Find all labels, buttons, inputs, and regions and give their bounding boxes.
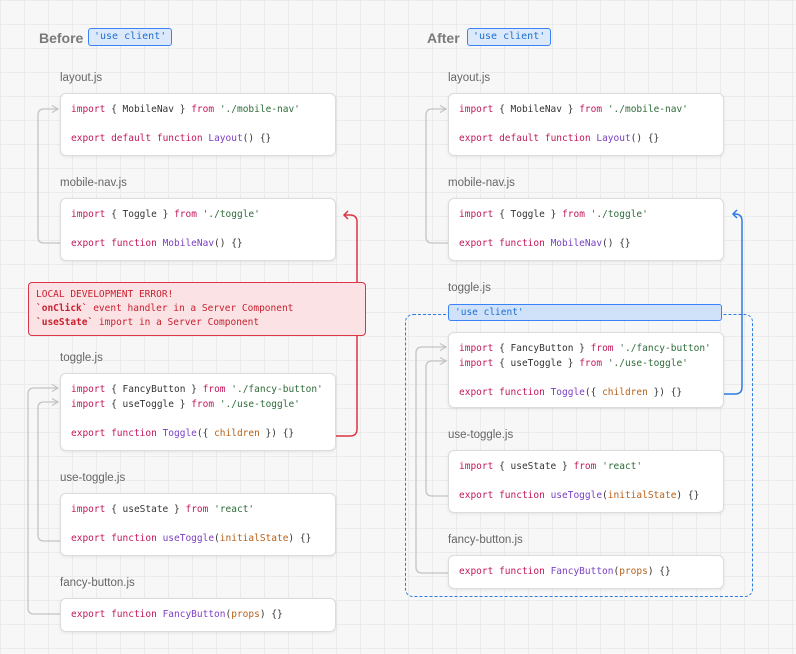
before-use-client-tag: 'use client' xyxy=(88,28,173,46)
after-file-fancy-button: fancy-button.js xyxy=(448,534,523,546)
code-line: import { FancyButton } from './fancy-but… xyxy=(459,343,711,354)
after-card-fancy-button: export function FancyButton(props) {} xyxy=(448,555,724,589)
after-file-use-toggle: use-toggle.js xyxy=(448,429,514,441)
after-card-use-toggle: import { useState } from 'react' export … xyxy=(448,450,724,513)
code-line: import { MobileNav } from './mobile-nav' xyxy=(71,104,300,115)
before-file-toggle: toggle.js xyxy=(60,352,103,364)
connector-before-fancy xyxy=(27,388,60,615)
code-line: export function MobileNav() {} xyxy=(459,238,631,249)
before-file-use-toggle: use-toggle.js xyxy=(60,472,126,484)
before-card-mobile-nav: import { Toggle } from './toggle' export… xyxy=(60,198,336,261)
code-line: import { MobileNav } from './mobile-nav' xyxy=(459,104,688,115)
code-line: export function FancyButton(props) {} xyxy=(459,566,671,577)
code-line: import { FancyButton } from './fancy-but… xyxy=(71,384,323,395)
code-line: import { useToggle } from './use-toggle' xyxy=(459,358,688,369)
before-file-layout: layout.js xyxy=(60,72,103,84)
error-line-onclick: `onClick` event handler in a Server Comp… xyxy=(36,303,294,314)
after-card-layout: import { MobileNav } from './mobile-nav'… xyxy=(448,93,724,156)
code-line: import { useState } from 'react' xyxy=(459,461,643,472)
after-card-mobile-nav: import { Toggle } from './toggle' export… xyxy=(448,198,724,261)
code-line: import { Toggle } from './toggle' xyxy=(459,209,648,220)
use-client-directive: 'use client' xyxy=(448,304,722,321)
local-development-error: LOCAL DEVELOPMENT ERROR! `onClick` event… xyxy=(28,282,366,336)
connector-before-usetoggle xyxy=(37,402,60,542)
after-file-toggle: toggle.js xyxy=(448,282,491,294)
before-card-layout: import { MobileNav } from './mobile-nav'… xyxy=(60,93,336,156)
after-card-toggle: import { FancyButton } from './fancy-but… xyxy=(448,332,724,408)
code-line: export default function Layout() {} xyxy=(459,133,660,144)
after-use-client-tag: 'use client' xyxy=(467,28,552,46)
code-line: export function useToggle(initialState) … xyxy=(459,490,700,501)
before-card-toggle: import { FancyButton } from './fancy-but… xyxy=(60,373,336,451)
before-file-fancy-button: fancy-button.js xyxy=(60,577,135,589)
after-heading: After xyxy=(427,30,460,46)
error-title: LOCAL DEVELOPMENT ERROR! xyxy=(36,289,174,300)
code-line: export function Toggle({ children }) {} xyxy=(459,387,683,398)
before-card-fancy-button: export function FancyButton(props) {} xyxy=(60,598,336,632)
connector-after-layout xyxy=(425,109,448,244)
code-line: import { useState } from 'react' xyxy=(71,504,255,515)
before-heading: Before xyxy=(39,30,84,46)
code-line: export function MobileNav() {} xyxy=(71,238,243,249)
code-line: export function Toggle({ children }) {} xyxy=(71,428,295,439)
code-line: import { Toggle } from './toggle' xyxy=(71,209,260,220)
before-card-use-toggle: import { useState } from 'react' export … xyxy=(60,493,336,556)
code-line: export function FancyButton(props) {} xyxy=(71,609,283,620)
after-file-layout: layout.js xyxy=(448,72,491,84)
before-file-mobile-nav: mobile-nav.js xyxy=(60,177,127,189)
after-file-mobile-nav: mobile-nav.js xyxy=(448,177,515,189)
code-line: import { useToggle } from './use-toggle' xyxy=(71,399,300,410)
error-line-usestate: `useState` import in a Server Component xyxy=(36,317,260,328)
connector-before-layout xyxy=(37,109,60,244)
code-line: export function useToggle(initialState) … xyxy=(71,533,312,544)
code-line: export default function Layout() {} xyxy=(71,133,272,144)
